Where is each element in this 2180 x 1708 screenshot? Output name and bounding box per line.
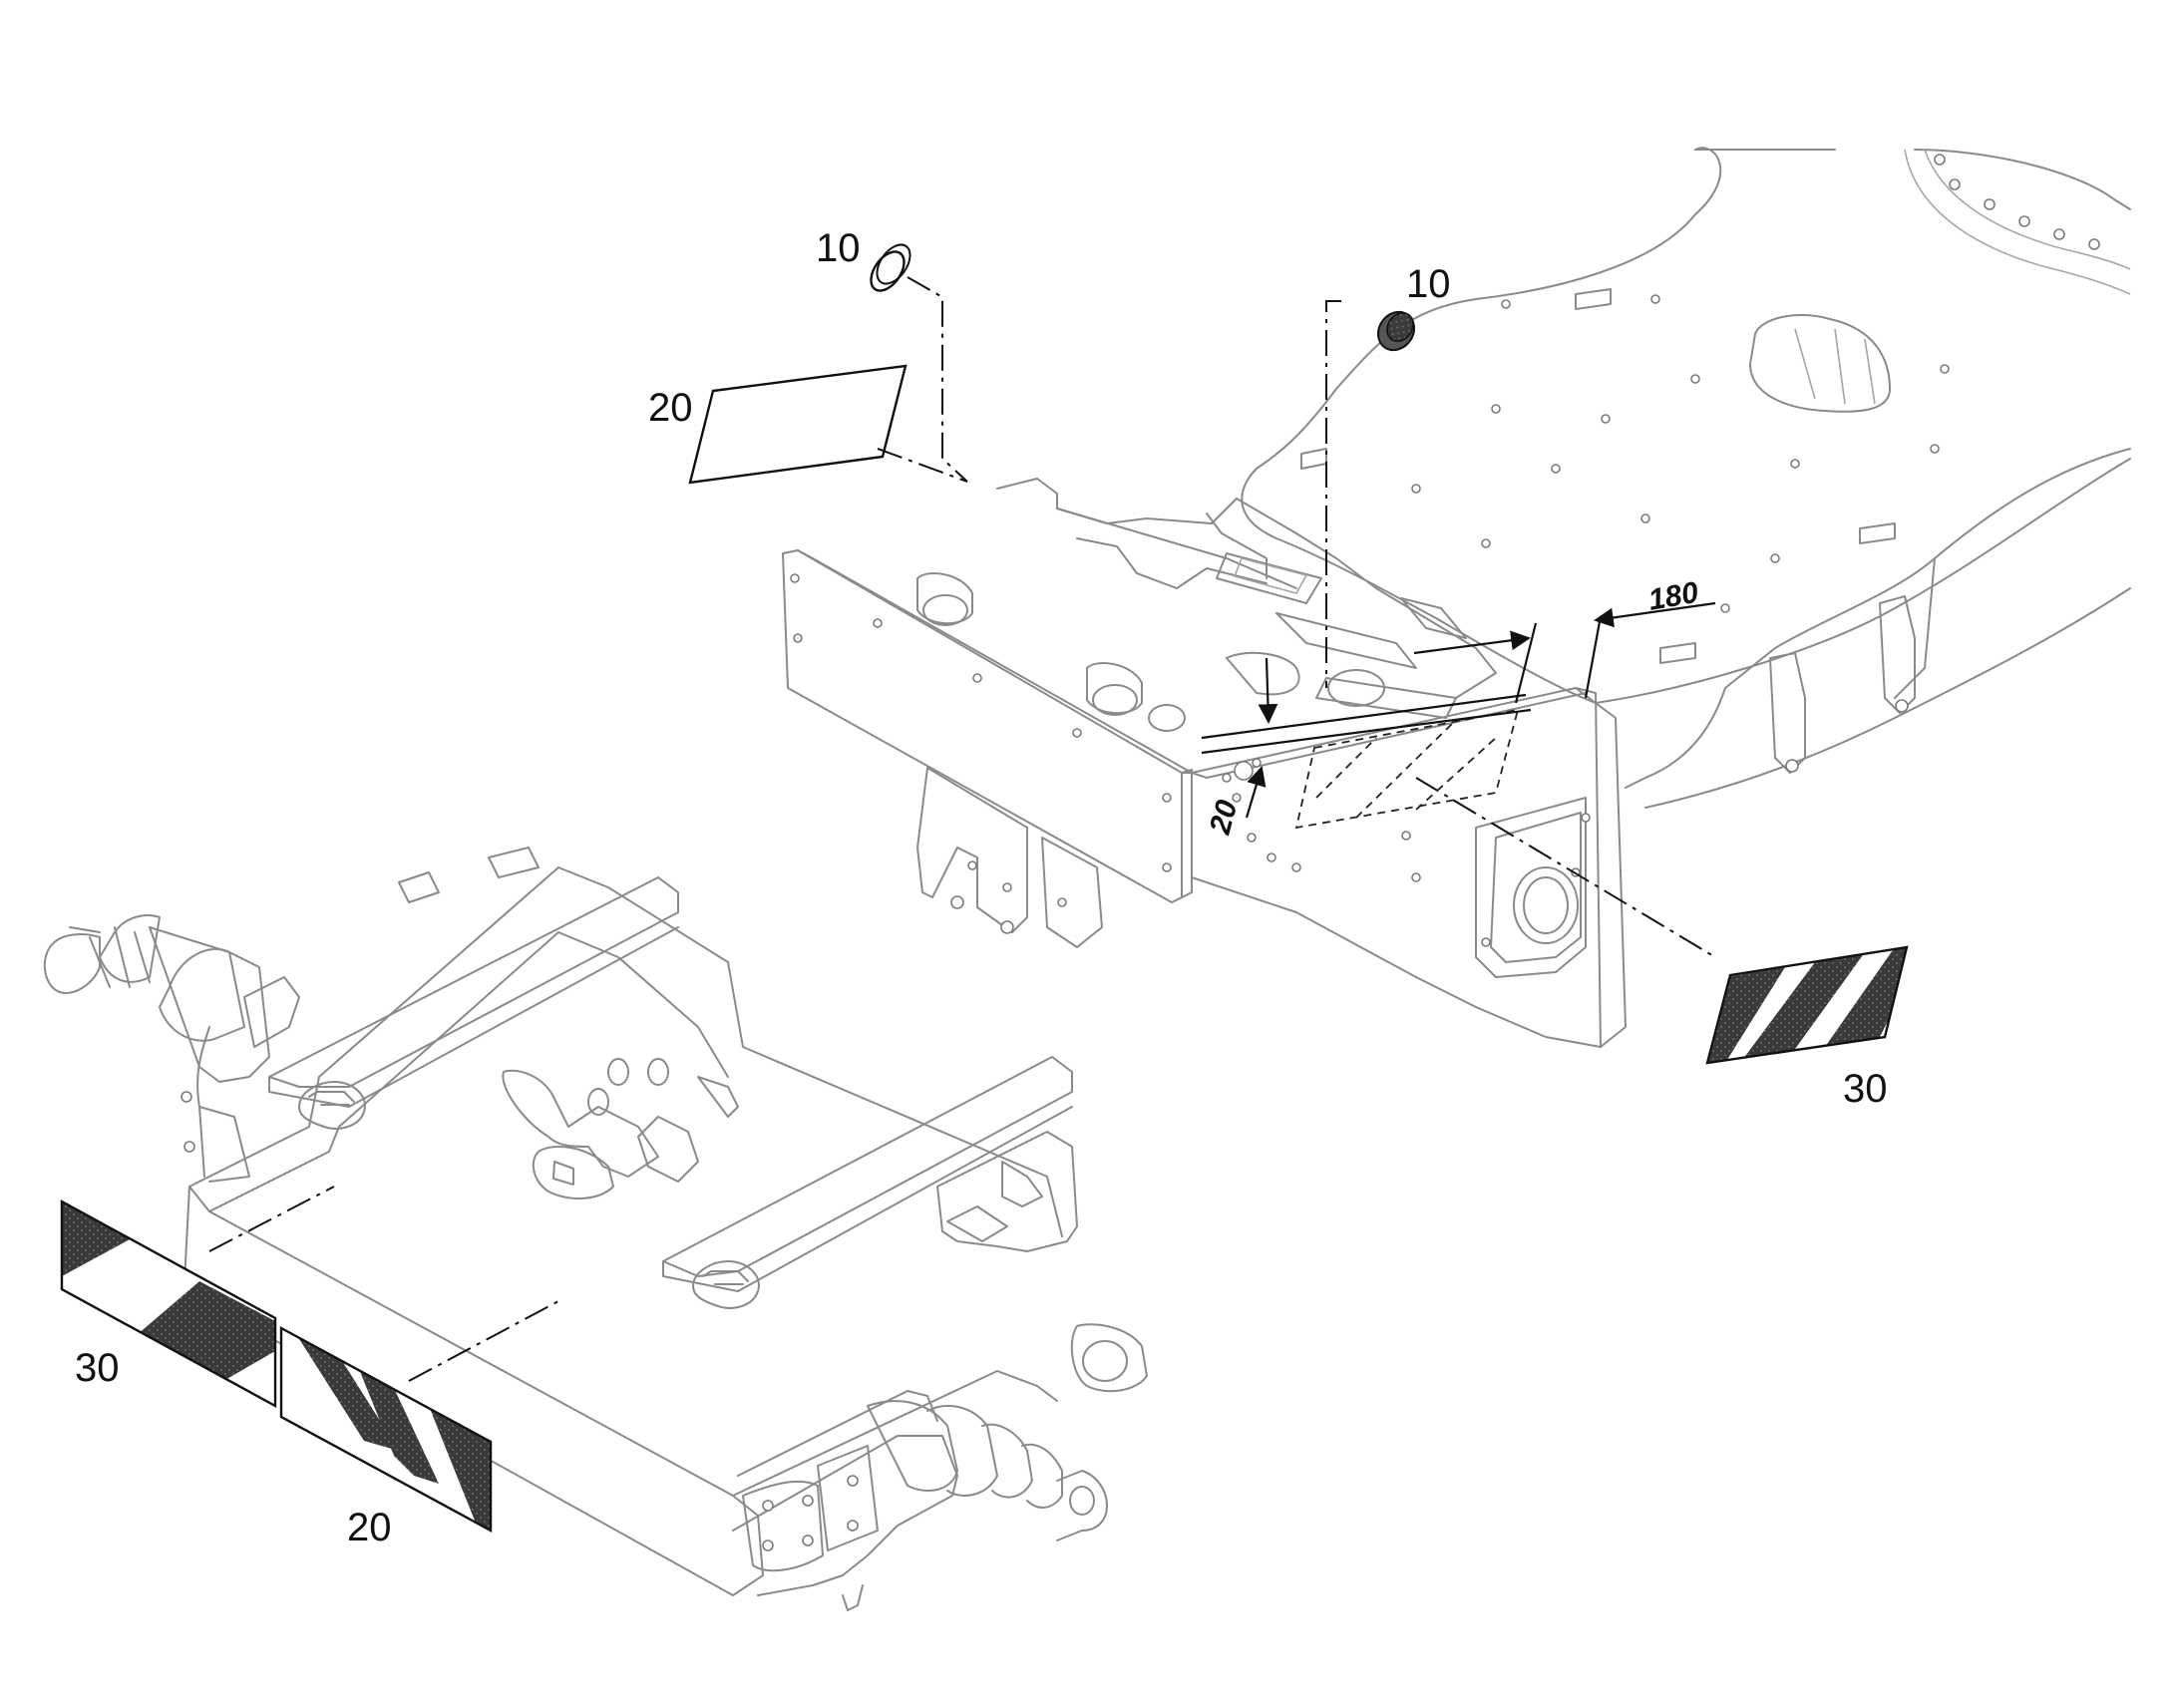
- front-cross-plate: [782, 549, 1193, 948]
- side-lugs: [1769, 595, 1916, 774]
- rear-cross-plate: [1191, 669, 1627, 1048]
- front-axle-assembly: [43, 847, 1148, 1611]
- decal-placement-outline: [1294, 708, 1520, 830]
- dimension-180: [1413, 601, 1716, 704]
- dimension-20: [1201, 657, 1532, 819]
- callout-20-top: 20: [648, 386, 693, 430]
- dimension-20-label: 20: [1204, 797, 1245, 839]
- part-30-decal-right: [1705, 945, 1909, 1065]
- track-rollers: [916, 572, 1186, 732]
- dimension-180-label: 180: [1645, 576, 1700, 617]
- callout-30-right: 30: [1843, 1067, 1888, 1111]
- deck-brackets: [1300, 288, 1896, 664]
- part-20-decal-striped: [279, 1325, 493, 1534]
- upper-chassis-frame: [782, 147, 2131, 1048]
- callout-20-bottom: 20: [347, 1506, 392, 1549]
- slewing-ring-bolts: [1934, 154, 2100, 250]
- callout-10-left: 10: [816, 226, 861, 270]
- part-20-decal-plain: [688, 364, 908, 485]
- callout-30-left: 30: [75, 1346, 120, 1390]
- deck-holes: [1411, 294, 1950, 613]
- installation-leaders: [208, 276, 1716, 1382]
- part-10-plug-left: [870, 243, 911, 292]
- part-10-plug-right: [1376, 310, 1416, 352]
- callout-10-right: 10: [1406, 262, 1451, 306]
